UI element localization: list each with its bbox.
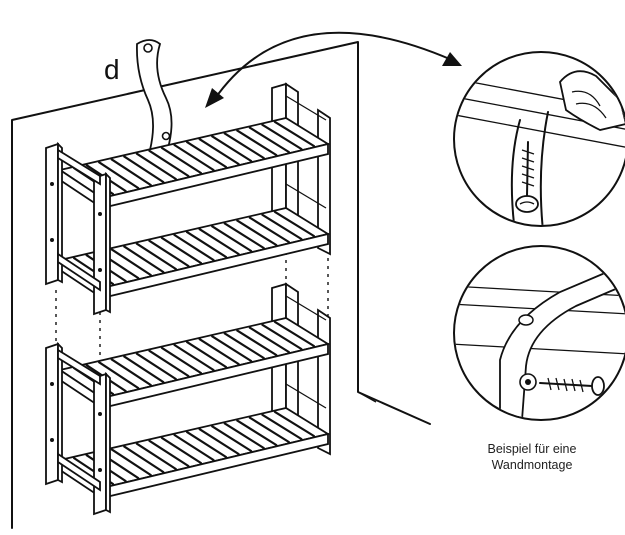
screw-hole-icon (50, 238, 54, 242)
screw-hole-icon (50, 382, 54, 386)
screw-hole-icon (98, 468, 102, 472)
shelf-deck-lower (57, 207, 331, 300)
double-arrow (205, 31, 462, 108)
shelf-deck-upper (57, 317, 331, 410)
shelf-unit-bottom (45, 282, 331, 516)
part-label-d: d (104, 54, 120, 85)
wall-strap (136, 39, 173, 153)
screw-hole-icon (98, 412, 102, 416)
screw-hole-icon (50, 182, 54, 186)
caption-line-2: Wandmontage (492, 458, 573, 472)
shelf-units (45, 82, 331, 516)
wall (11, 41, 431, 529)
detail-circle-bottom (453, 245, 625, 421)
screw-hole-icon (98, 212, 102, 216)
strap-hole-icon (143, 43, 153, 53)
shelf-deck-lower (57, 407, 331, 500)
strap-hole-icon (161, 131, 171, 141)
shelf-unit-top (45, 82, 331, 316)
caption-line-1: Beispiel für eine (488, 442, 577, 456)
screw-hole-icon (98, 268, 102, 272)
screw-hole-icon (50, 438, 54, 442)
detail-circle-top (453, 51, 625, 227)
